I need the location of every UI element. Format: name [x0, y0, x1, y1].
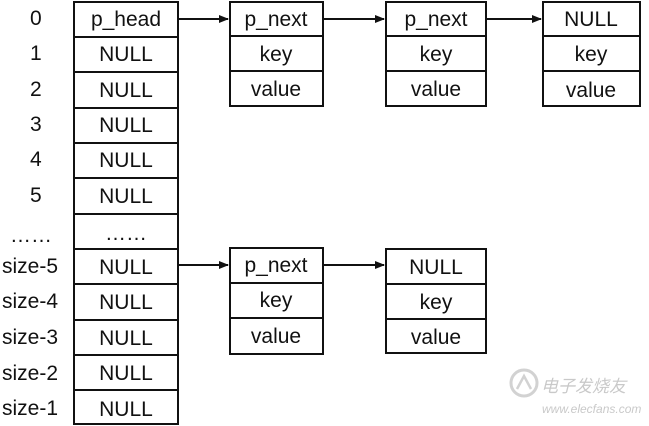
- bucket-cell: ……: [105, 222, 147, 245]
- bucket-cell: NULL: [99, 398, 153, 421]
- watermark-url: www.elecfans.com: [542, 402, 641, 416]
- bucket-cell: NULL: [99, 149, 153, 172]
- bucket-cell: NULL: [99, 114, 153, 137]
- node-field: key: [575, 43, 608, 66]
- bucket-cell: NULL: [99, 291, 153, 314]
- index-label: 3: [30, 113, 42, 136]
- index-label: size-4: [2, 290, 58, 313]
- watermark-text: 电子发烧友: [541, 377, 628, 396]
- watermark: 电子发烧友 www.elecfans.com: [509, 368, 641, 416]
- node-field: p_next: [404, 8, 467, 31]
- node-field: value: [411, 78, 461, 101]
- node-field: NULL: [564, 8, 618, 31]
- node-1: p_next key value: [229, 1, 324, 107]
- index-labels: 0 1 2 3 4 5 …… size-5 size-4 size-3 size…: [2, 7, 58, 420]
- index-label: size-1: [2, 397, 58, 420]
- bucket-cell: NULL: [99, 185, 153, 208]
- index-label: 4: [30, 148, 42, 171]
- node-4: p_next key value: [229, 247, 324, 355]
- node-field: p_next: [244, 254, 307, 277]
- bucket-cell: NULL: [99, 256, 153, 279]
- index-label: ……: [10, 224, 52, 247]
- chain-top: p_next key value p_next key value NULL k…: [178, 1, 641, 107]
- node-field: value: [251, 325, 301, 348]
- node-field: value: [411, 326, 461, 349]
- node-field: p_next: [244, 8, 307, 31]
- bucket-cell: NULL: [99, 327, 153, 350]
- bucket-cell: p_head: [91, 8, 161, 31]
- node-2: p_next key value: [385, 1, 487, 107]
- bucket-cell: NULL: [99, 43, 153, 66]
- index-label: size-5: [2, 255, 58, 278]
- index-label: 2: [30, 78, 42, 101]
- node-5: NULL key value: [385, 248, 487, 354]
- watermark-logo-icon: [509, 368, 539, 398]
- node-field: value: [566, 79, 616, 102]
- index-label: 0: [30, 7, 42, 30]
- node-3: NULL key value: [542, 1, 641, 107]
- chain-bottom: p_next key value NULL key value: [178, 247, 487, 355]
- index-label: size-2: [2, 362, 58, 385]
- bucket-cell: NULL: [99, 362, 153, 385]
- node-field: key: [420, 43, 453, 66]
- node-field: key: [420, 291, 453, 314]
- index-label: size-3: [2, 326, 58, 349]
- node-field: value: [251, 78, 301, 101]
- bucket-array: p_head NULL NULL NULL NULL NULL …… NULL …: [73, 1, 179, 425]
- bucket-cell: NULL: [99, 79, 153, 102]
- node-field: key: [260, 289, 293, 312]
- node-field: NULL: [409, 256, 463, 279]
- index-label: 1: [30, 42, 42, 65]
- index-label: 5: [30, 184, 42, 207]
- node-field: key: [260, 43, 293, 66]
